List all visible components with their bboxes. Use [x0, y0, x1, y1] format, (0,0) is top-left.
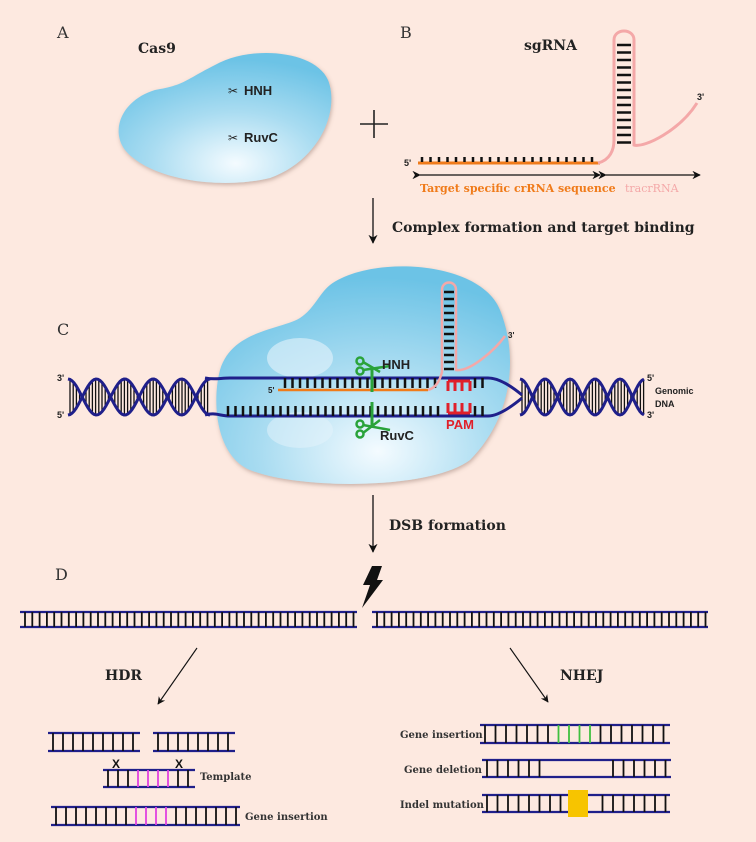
dna-fragment-left [20, 610, 357, 629]
tracrrna-stem-bases [617, 43, 631, 144]
dna-strand [519, 377, 645, 417]
sgrna-5prime: 5' [404, 158, 411, 168]
step-label-complex-formation: Complex formation and target binding [392, 220, 695, 236]
dna-open-bases [226, 378, 484, 416]
nhej-indel-mutation-label: Indel mutation [400, 800, 485, 811]
crrna-bases [420, 157, 594, 162]
guide-rna-tracrrna [427, 281, 507, 392]
dna-helix-left [67, 377, 211, 417]
cas9-protein [118, 53, 332, 183]
hnh-scissors-icon: ✂ [228, 84, 238, 98]
ruvc-domain-region [267, 412, 333, 448]
ruvc-scissors-icon: ✂ [228, 131, 238, 145]
right-3prime: 3' [647, 410, 654, 420]
left-3prime: 3' [57, 373, 64, 383]
cas9-domain-ruvc: RuvC [244, 130, 279, 145]
hdr-arrow [157, 647, 198, 705]
hdr-label: HDR [105, 668, 142, 684]
genomic-dna-label-line1: Genomic [655, 386, 694, 396]
dna-fragment-right [372, 610, 708, 629]
right-5prime: 5' [647, 373, 654, 383]
plus-icon [360, 110, 388, 138]
left-5prime: 5' [57, 410, 64, 420]
hdr-repair [48, 731, 240, 827]
ruvc-scissors-icon [355, 402, 391, 439]
cas9-complex [216, 266, 510, 484]
crrna-label: Target specific crRNA sequence [420, 182, 616, 195]
template-label: Template [200, 772, 252, 783]
nhej-arrow [509, 647, 549, 703]
hdr-gene-insertion-label: Gene insertion [245, 812, 328, 823]
hnh-domain-region [267, 338, 333, 378]
nhej-gene-insertion-label: Gene insertion [400, 730, 483, 741]
panel-d-letter: D [55, 565, 68, 584]
lightning-bolt-icon [362, 566, 383, 608]
nhej-repair [480, 723, 671, 817]
guide-5prime: 5' [268, 386, 274, 395]
genomic-dna-label-line2: DNA [655, 399, 675, 409]
panel-b-letter: B [400, 23, 412, 42]
dna-helix-right [519, 377, 645, 417]
nhej-label: NHEJ [560, 668, 604, 684]
hnh-scissors-icon [355, 356, 391, 392]
tracrrna-label: tracrRNA [625, 182, 680, 195]
complex-hnh-label: HNH [382, 357, 410, 372]
guide-3prime: 3' [508, 331, 514, 340]
crossover-marker-2: X [175, 757, 183, 771]
crossover-marker-1: X [112, 757, 120, 771]
step-label-dsb-formation: DSB formation [389, 518, 506, 534]
panel-c-letter: C [57, 320, 69, 339]
cas9-domain-hnh: HNH [244, 83, 272, 98]
sgrna-3prime: 3' [697, 92, 704, 102]
tracrrna-strand [597, 29, 699, 165]
pam-label: PAM [446, 417, 474, 432]
cas9-title: Cas9 [138, 41, 176, 57]
dna-bottom-strand-open [204, 396, 523, 418]
indel-block [568, 790, 588, 817]
nhej-gene-deletion-label: Gene deletion [404, 765, 483, 776]
dna-strand [67, 377, 211, 417]
complex-ruvc-label: RuvC [380, 428, 415, 443]
panel-a-letter: A [56, 23, 69, 42]
guide-rna-stem-bases [444, 290, 454, 371]
sgrna-title: sgRNA [524, 38, 578, 54]
pam-site [446, 379, 472, 415]
